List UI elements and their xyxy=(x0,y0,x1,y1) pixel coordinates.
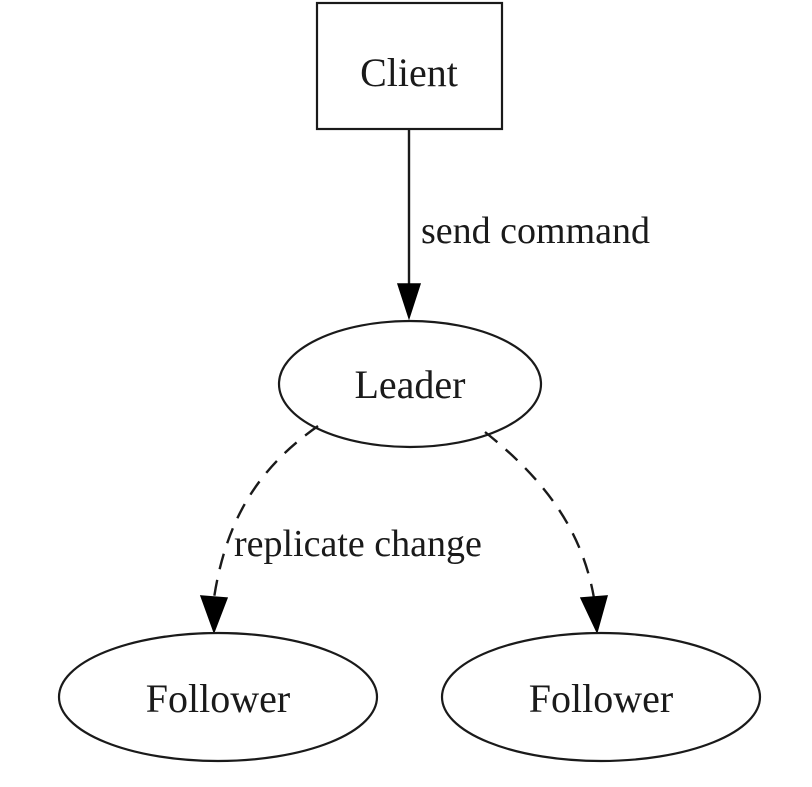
leader-ellipse xyxy=(277,319,543,449)
client-node: Client xyxy=(315,1,504,131)
edge-line-leader-follower-right xyxy=(484,431,596,599)
arrowhead-follower-left xyxy=(199,595,229,635)
edge-leader-to-follower-left xyxy=(199,425,319,635)
client-label: Client xyxy=(360,50,458,95)
arrowhead-follower-right xyxy=(579,595,609,635)
edge-line-leader-follower-left xyxy=(212,425,319,599)
follower-left-label: Follower xyxy=(146,676,290,721)
leader-node: Leader xyxy=(277,319,543,449)
edge-client-to-leader: send command xyxy=(396,129,650,321)
edge-leader-to-follower-right xyxy=(484,431,609,635)
leader-label: Leader xyxy=(354,362,465,407)
follower-left-ellipse xyxy=(57,631,379,763)
follower-right-ellipse xyxy=(440,631,762,763)
arrowhead-leader xyxy=(396,283,422,321)
follower-left-node: Follower xyxy=(57,631,379,763)
edge-label-send-command: send command xyxy=(421,210,650,252)
follower-right-node: Follower xyxy=(440,631,762,763)
edge-label-replicate-change: replicate change xyxy=(234,523,482,565)
client-box xyxy=(315,1,504,131)
follower-right-label: Follower xyxy=(529,676,673,721)
